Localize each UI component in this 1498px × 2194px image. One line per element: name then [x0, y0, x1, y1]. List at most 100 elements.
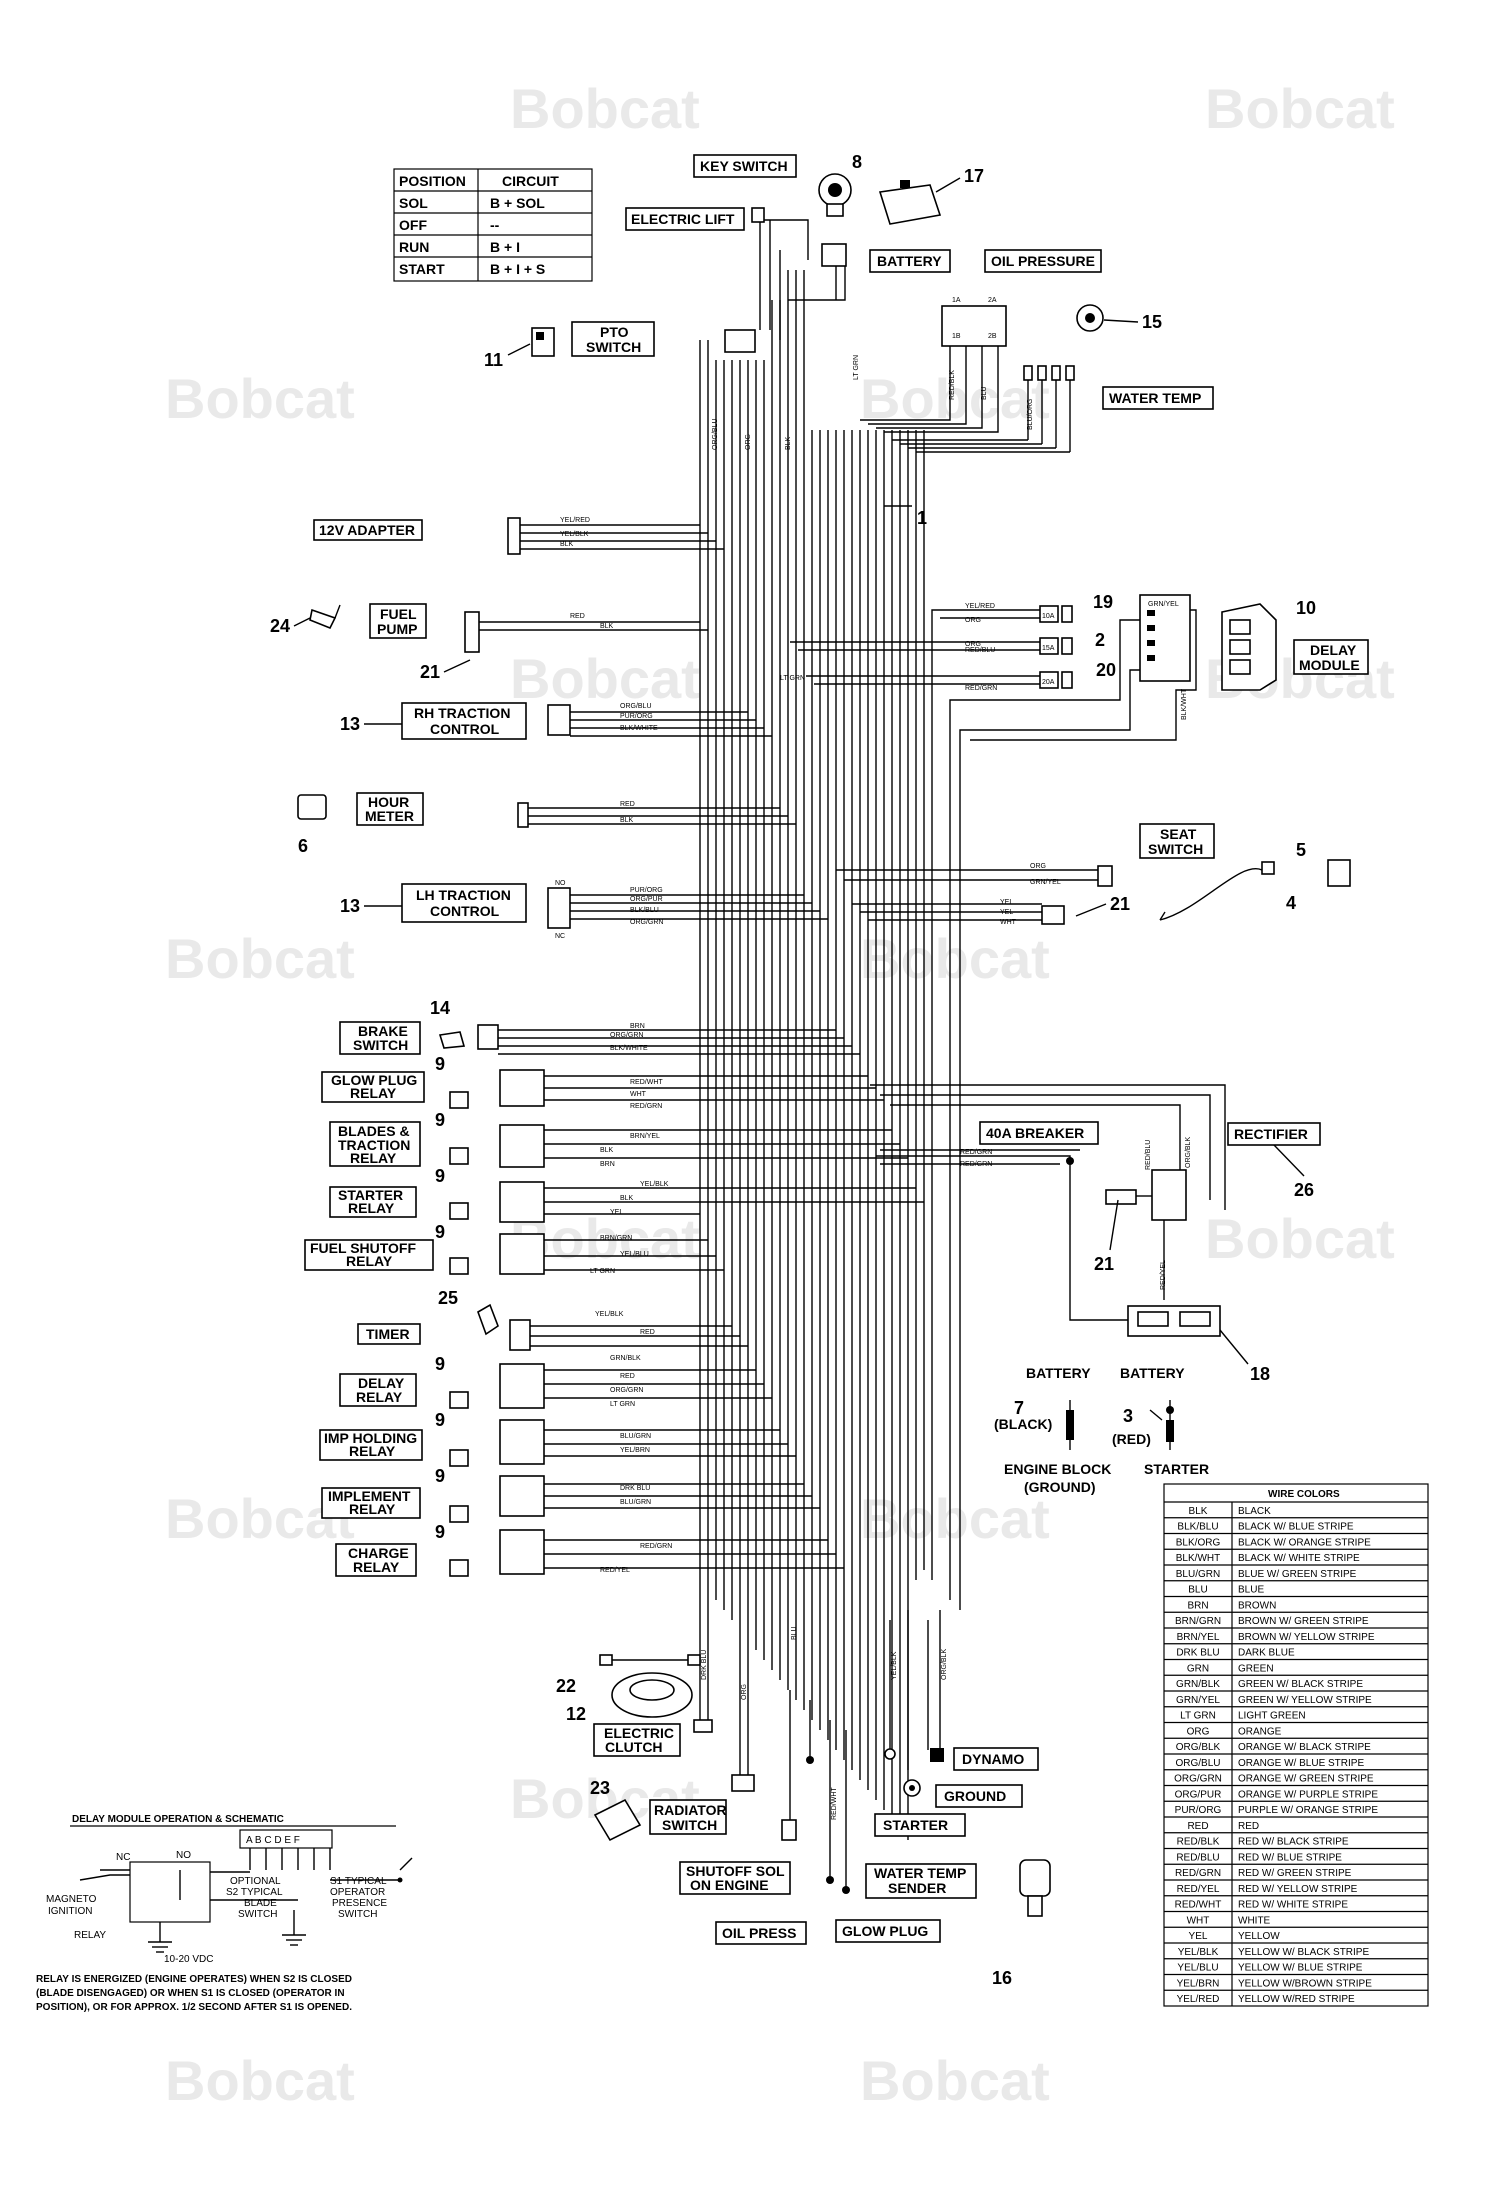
label-rh-traction: RH TRACTION: [414, 705, 510, 721]
wire-label: RED/BLU: [965, 647, 995, 654]
label-delay-module: DELAY: [1310, 642, 1357, 658]
wire-color-code: GRN: [1187, 1663, 1209, 1674]
callout-18: 18: [1250, 1364, 1270, 1384]
label-rectifier: RECTIFIER: [1234, 1126, 1308, 1142]
wire-label: GRN/YEL: [1030, 879, 1061, 886]
callout-11: 11: [484, 350, 503, 370]
callout-23: 23: [590, 1778, 610, 1798]
wire-color-code: RED/BLU: [1176, 1852, 1219, 1863]
wire-label: LT GRN: [853, 355, 860, 380]
schematic-pins: A B C D E F: [246, 1835, 300, 1846]
label-battery-top: BATTERY: [877, 253, 942, 269]
wire-label: BRN/YEL: [630, 1133, 660, 1140]
relays: RED/WHT WHT RED/GRN BRN/YEL BLK BRN YEL/…: [449, 1069, 924, 1577]
wire-label: RED/GRN: [630, 1103, 662, 1110]
wire-label: BLK: [600, 623, 614, 630]
label-delay-relay: DELAY: [358, 1375, 405, 1391]
wire-color-description: ORANGE W/ GREEN STRIPE: [1238, 1774, 1374, 1785]
wire-label: RED/GRN: [965, 685, 997, 692]
wire-label: LT GRN: [610, 1401, 635, 1408]
wire-color-code: ORG/BLK: [1176, 1742, 1221, 1753]
wire-label: RED/WHT: [831, 1787, 838, 1820]
wire-label: YEL/BLU: [620, 1251, 649, 1258]
wire-color-description: RED W/ GREEN STRIPE: [1238, 1868, 1352, 1879]
wire-color-code: YEL: [1189, 1931, 1208, 1942]
callout-17: 17: [964, 166, 984, 186]
wire-label: YEL/BLK: [891, 1651, 898, 1680]
schematic-s1: S1 TYPICAL: [330, 1876, 387, 1887]
wire-color-code: BRN/GRN: [1175, 1616, 1221, 1627]
watermark: Bobcat: [165, 367, 355, 430]
wire-label: RED/BLK: [949, 370, 956, 400]
table-cell: START: [399, 261, 445, 277]
callout-9: 9: [435, 1166, 445, 1186]
label-blades-relay: RELAY: [350, 1150, 397, 1166]
wire-label: YEL/BLK: [595, 1311, 624, 1318]
wire-color-description: ORANGE W/ PURPLE STRIPE: [1238, 1789, 1378, 1800]
label-oil-press: OIL PRESS: [722, 1925, 796, 1941]
watermark: Bobcat: [510, 77, 700, 140]
label-seat-switch: SEAT: [1160, 826, 1197, 842]
wire-label: YEL/RED: [965, 603, 995, 610]
wire-label: ORG/BLU: [712, 418, 719, 450]
wire-label: ORG: [965, 641, 981, 648]
wire-color-description: RED W/ BLACK STRIPE: [1238, 1837, 1349, 1848]
callout-20: 20: [1096, 660, 1116, 680]
label-key-switch: KEY SWITCH: [700, 158, 788, 174]
label-starter-relay: RELAY: [348, 1200, 395, 1216]
label-brake-switch: BRAKE: [358, 1023, 408, 1039]
schematic-optional: SWITCH: [238, 1909, 277, 1920]
wire-label: PUR/ORG: [620, 713, 653, 720]
label-fuel-shutoff-relay: FUEL SHUTOFF: [310, 1240, 416, 1256]
wire-label: BLK: [560, 541, 574, 548]
watermark: Bobcat: [510, 647, 700, 710]
callout-21: 21: [1110, 894, 1130, 914]
wire-label: RED/GRN: [960, 1149, 992, 1156]
wire-color-code: BLK/ORG: [1176, 1537, 1221, 1548]
schematic-magneto: MAGNETO: [46, 1894, 97, 1905]
wire-color-code: GRN/YEL: [1176, 1695, 1220, 1706]
label-pto-switch: PTO: [600, 324, 629, 340]
wire-label: 10A: [1042, 613, 1055, 620]
wire-label: DRK BLU: [701, 1650, 708, 1680]
schematic-s1: PRESENCE: [332, 1898, 387, 1909]
table-cell: SOL: [399, 195, 428, 211]
label-lh-traction: LH TRACTION: [416, 887, 511, 903]
wire-label: BRN/GRN: [600, 1235, 632, 1242]
wire-color-code: YEL/BLK: [1178, 1947, 1219, 1958]
wire-label: 1B: [952, 333, 961, 340]
label-electric-lift: ELECTRIC LIFT: [631, 211, 735, 227]
callout-16: 16: [992, 1968, 1012, 1988]
callout-4: 4: [1286, 893, 1296, 913]
label-shutoff-sol: SHUTOFF SOL: [686, 1863, 785, 1879]
table-header: POSITION: [399, 173, 466, 189]
schematic-note: RELAY IS ENERGIZED (ENGINE OPERATES) WHE…: [36, 1974, 352, 1985]
wire-label: 1A: [952, 297, 961, 304]
wire-label: ORG: [741, 1684, 748, 1700]
wire-label: YEL/BLK: [560, 531, 589, 538]
wire-color-code: BLK/WHT: [1176, 1553, 1220, 1564]
watermark: Bobcat: [860, 927, 1050, 990]
wire-colors-title: WIRE COLORS: [1268, 1489, 1340, 1500]
callout-22: 22: [556, 1676, 576, 1696]
callout-9: 9: [435, 1222, 445, 1242]
wire-label: NO: [555, 880, 566, 887]
callout-14: 14: [430, 998, 450, 1018]
schematic-optional: BLADE: [244, 1898, 277, 1909]
wire-label: WHT: [630, 1091, 647, 1098]
label-charge-relay: RELAY: [353, 1559, 400, 1575]
label-engine-block: (GROUND): [1024, 1479, 1096, 1495]
label-oil-pressure: OIL PRESSURE: [991, 253, 1095, 269]
callout-8: 8: [852, 152, 862, 172]
label-radiator-switch: SWITCH: [662, 1817, 717, 1833]
wire-label: BLK/WHITE: [610, 1045, 648, 1052]
wire-label: BLK/BLU: [630, 907, 659, 914]
label-charge-relay: CHARGE: [348, 1545, 409, 1561]
oil-pressure-component: [1076, 304, 1104, 332]
label-blades-relay: TRACTION: [338, 1137, 410, 1153]
label-12v-adapter: 12V ADAPTER: [319, 522, 415, 538]
label-starter-cable: STARTER: [1144, 1461, 1209, 1477]
wire-label: RED/WHT: [630, 1079, 663, 1086]
wire-color-code: GRN/BLK: [1176, 1679, 1220, 1690]
